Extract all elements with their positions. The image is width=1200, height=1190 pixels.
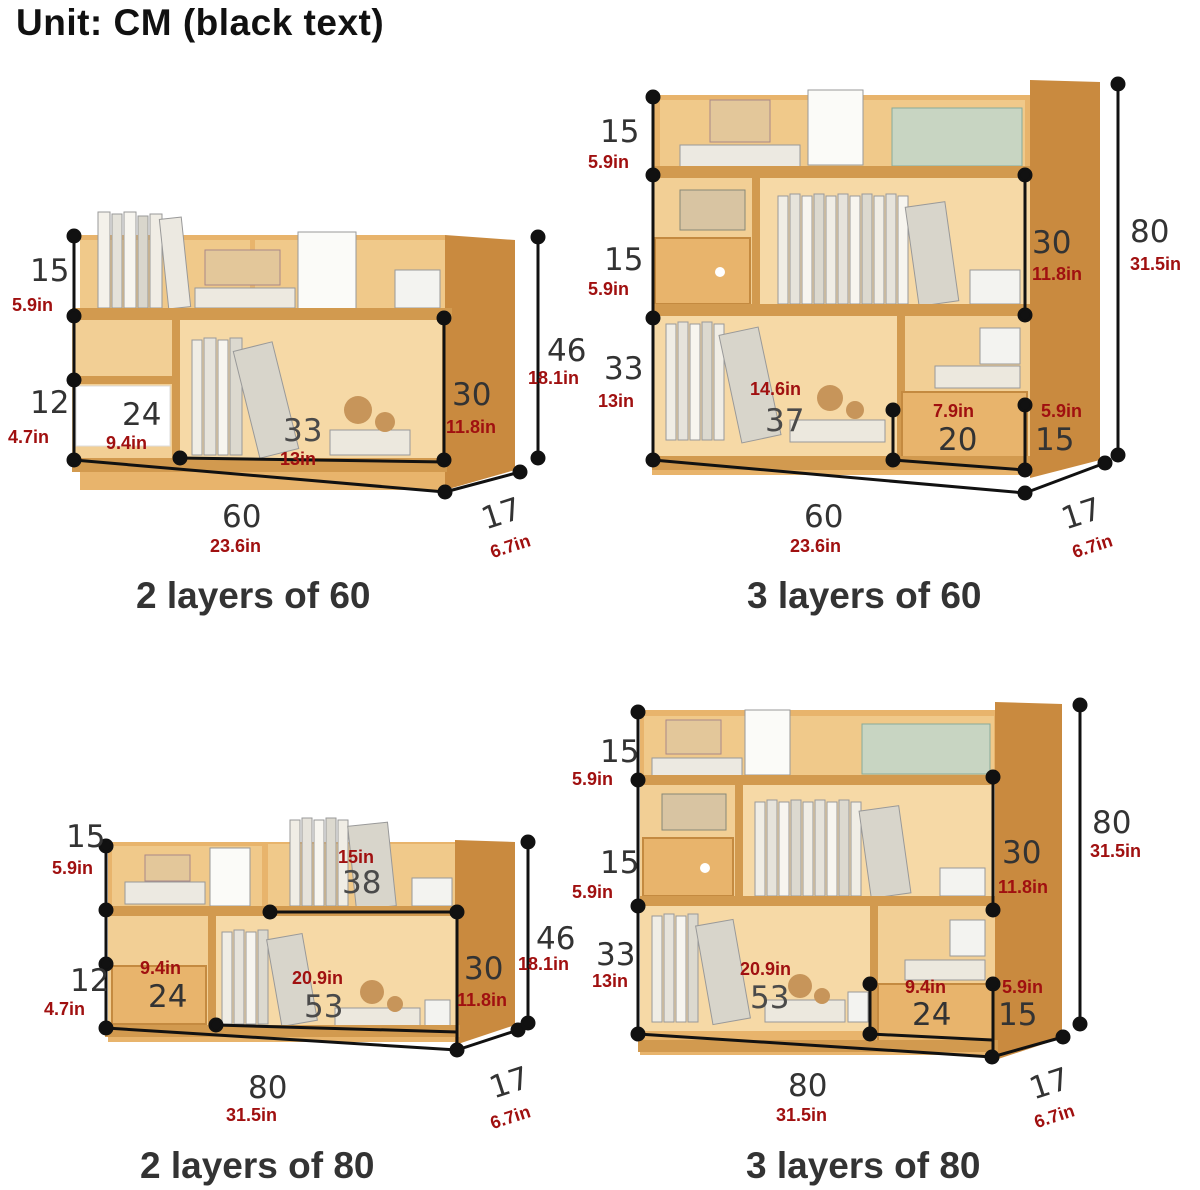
total-height-in: 31.5in [1090,841,1142,861]
big-compartment-width-cm: 33 [283,413,323,449]
right-middle-height-cm: 30 [1032,225,1072,261]
total-height-cm: 46 [547,333,587,369]
total-height-in: 18.1in [528,368,580,388]
lower-shelf-height-in: 13in [592,971,629,991]
dimension-lines [630,697,1088,1065]
drawer [75,385,171,447]
lower-shelf-height-cm: 33 [604,351,644,387]
dimension-lines [645,76,1126,501]
big-compartment-width-cm: 53 [304,989,344,1025]
top-items [124,817,453,911]
drawer-height-cm: 15 [1035,422,1075,458]
drawer-height-in: 4.7in [44,999,86,1019]
top-shelf-height-cm: 15 [66,819,106,855]
books-middle [777,193,1021,307]
total-width-cm: 60 [804,499,844,535]
middle-shelf-height-in: 5.9in [572,882,614,902]
caption-3-layers-80: 3 layers of 80 [746,1145,981,1186]
total-width-in: 23.6in [210,536,262,556]
top-shelf-height-cm: 15 [600,734,640,770]
big-compartment-height-cm: 30 [464,951,504,987]
drawer-width-in: 7.9in [933,401,975,421]
panel-3-layers-80: 15 5.9in 15 5.9in 33 13in 30 11.8in 20.9… [572,620,1200,1190]
middle-shelf-height-cm: 15 [604,242,644,278]
drawer [111,965,207,1025]
total-width-cm: 80 [248,1070,288,1106]
top-shelf-height-cm: 15 [600,114,640,150]
books-bottom [665,321,886,444]
total-height-cm: 80 [1130,214,1170,250]
lower-width-in: 14.6in [750,379,802,399]
top-shelf-height-in: 5.9in [572,769,614,789]
lower-width-in: 20.9in [740,959,792,979]
top-width-in: 15in [338,847,375,867]
drawer-width-in: 9.4in [106,433,148,453]
books-bottom [191,337,411,459]
shelf-illustration-3x60 [645,76,1126,501]
dimension-lines [66,228,546,500]
shelf-illustration-3x80 [630,697,1088,1065]
unit-note: Unit: CM (black text) [16,2,385,43]
drawer-width-cm: 24 [912,997,952,1033]
drawer-height-in: 5.9in [1041,401,1083,421]
drawer-height-in: 5.9in [1002,977,1044,997]
drawer-height-cm: 12 [30,385,70,421]
drawer-upper [642,837,734,897]
total-height-cm: 46 [536,921,576,957]
panel-3-layers-60: 15 5.9in 15 5.9in 33 13in 30 11.8in 14.6… [588,0,1200,620]
caption-2-layers-60: 2 layers of 60 [136,575,371,616]
drawer-width-in: 9.4in [140,958,182,978]
books-bottom [221,929,451,1028]
right-middle-height-in: 11.8in [998,877,1049,897]
total-height-cm: 80 [1092,805,1132,841]
middle-shelf-height-cm: 15 [600,845,640,881]
drawer-height-in: 4.7in [8,427,50,447]
top-shelf-height-in: 5.9in [12,295,54,315]
shelf-illustration-2x60 [66,211,546,500]
drawer-width-in: 9.4in [905,977,947,997]
big-compartment-width-in: 20.9in [292,968,344,988]
drawer-upper [654,237,751,305]
right-middle-height-cm: 30 [1002,835,1042,871]
top-shelf-height-in: 5.9in [588,152,630,172]
drawer-height-cm: 12 [70,963,110,999]
drawer-width-cm: 20 [938,422,978,458]
drawer-height-cm: 15 [998,997,1038,1033]
dimension-lines [98,834,536,1058]
top-width-cm: 38 [342,865,382,901]
lower-shelf-height-in: 13in [598,391,635,411]
lower-shelf-height-cm: 33 [596,937,636,973]
top-items [679,89,1023,168]
top-shelf-height-in: 5.9in [52,858,94,878]
top-shelf-height-cm: 15 [30,253,70,289]
total-height-in: 18.1in [518,954,570,974]
big-compartment-height-cm: 30 [452,377,492,413]
lower-width-cm: 37 [765,403,805,439]
top-items [651,709,991,779]
big-compartment-height-in: 11.8in [446,417,497,437]
drawer-width-cm: 24 [148,979,188,1015]
books-bottom [651,913,869,1026]
total-height-in: 31.5in [1130,254,1182,274]
right-middle-height-in: 11.8in [1032,264,1083,284]
total-width-in: 31.5in [776,1105,828,1125]
total-width-cm: 60 [222,499,262,535]
books-middle [754,799,986,899]
big-compartment-width-in: 13in [280,449,317,469]
caption-2-layers-80: 2 layers of 80 [140,1145,375,1186]
total-width-in: 31.5in [226,1105,278,1125]
total-width-cm: 80 [788,1068,828,1104]
panel-2-layers-80: 15 5.9in 15in 38 12 4.7in 9.4in 24 20.9i… [0,620,600,1190]
big-compartment-height-in: 11.8in [457,990,508,1010]
shelf-illustration-2x80 [98,817,536,1058]
drawer-width-cm: 24 [122,397,162,433]
caption-3-layers-60: 3 layers of 60 [747,575,982,616]
middle-shelf-height-in: 5.9in [588,279,630,299]
panel-2-layers-60: 15 5.9in 12 4.7in 24 9.4in 33 13in 30 11… [0,0,600,620]
lower-width-cm: 53 [750,980,790,1016]
total-width-in: 23.6in [790,536,842,556]
drawer-lower [901,391,1028,461]
